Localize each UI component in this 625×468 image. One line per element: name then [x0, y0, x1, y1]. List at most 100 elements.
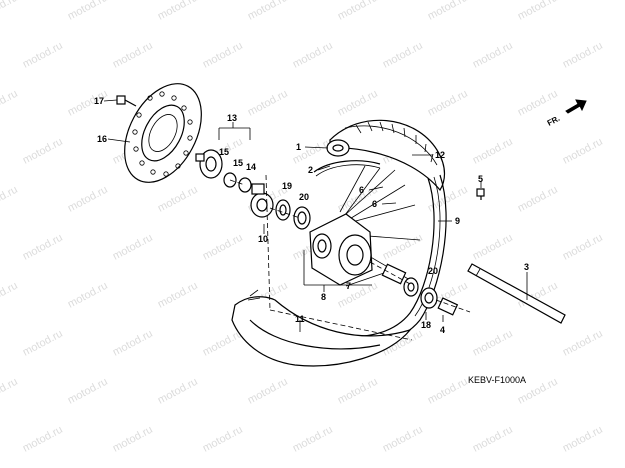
watermark-text: motod.ru — [156, 280, 200, 311]
watermark-text: motod.ru — [0, 0, 20, 23]
watermark-text: motod.ru — [426, 0, 470, 23]
watermark-text: motod.ru — [66, 0, 110, 23]
watermark-text: motod.ru — [246, 88, 290, 119]
watermark-text: motod.ru — [156, 376, 200, 407]
watermark-text: motod.ru — [246, 376, 290, 407]
speedometer-gear — [250, 183, 274, 218]
watermark-text: motod.ru — [21, 328, 65, 359]
callout-2: 2 — [308, 165, 313, 175]
watermark-text: motod.ru — [0, 280, 20, 311]
retainer-ring — [275, 199, 291, 221]
watermark-text: motod.ru — [21, 136, 65, 167]
watermark-text: motod.ru — [426, 376, 470, 407]
axle — [467, 263, 566, 324]
watermark-text: motod.ru — [111, 424, 155, 455]
watermark-text: motod.ru — [561, 136, 605, 167]
callout-8: 8 — [321, 292, 326, 302]
watermark-text: motod.ru — [201, 232, 245, 263]
watermark-text: motod.ru — [66, 184, 110, 215]
watermark-text: motod.ru — [336, 376, 380, 407]
watermark-text: motod.ru — [0, 184, 20, 215]
callout-1: 1 — [296, 142, 301, 152]
watermark-text: motod.ru — [156, 0, 200, 23]
watermark-text: motod.ru — [381, 232, 425, 263]
direction-arrow-icon — [565, 99, 587, 114]
watermark-text: motod.ru — [336, 88, 380, 119]
disc-bolt — [116, 95, 137, 107]
tire — [329, 119, 446, 192]
assembly-lines — [229, 174, 471, 341]
watermark-text: motod.ru — [381, 40, 425, 71]
watermark-text: motod.ru — [561, 328, 605, 359]
callout-19: 19 — [282, 181, 292, 191]
watermark-text: motod.ru — [516, 88, 560, 119]
callout-7: 7 — [346, 281, 351, 291]
callout-8-bracket — [303, 250, 372, 292]
watermark-text: motod.ru — [336, 0, 380, 23]
gearbox-seals — [223, 172, 252, 193]
hub — [309, 213, 373, 286]
callout-11: 11 — [295, 314, 305, 324]
distance-collar — [381, 263, 407, 285]
watermark-text: motod.ru — [561, 40, 605, 71]
tube-section — [326, 139, 350, 157]
callout-6-b: 6 — [372, 199, 377, 209]
figure-code: KEBV-F1000A — [468, 375, 526, 385]
side-collar — [437, 297, 459, 316]
watermark-text: motod.ru — [0, 88, 20, 119]
direction-label: FR. — [546, 114, 562, 128]
watermark-text: motod.ru — [21, 232, 65, 263]
callout-4: 4 — [440, 325, 445, 335]
callout-3: 3 — [524, 262, 529, 272]
callout-5: 5 — [478, 174, 483, 184]
callout-18: 18 — [421, 320, 431, 330]
watermark-text: motod.ru — [246, 0, 290, 23]
watermark-text: motod.ru — [561, 232, 605, 263]
watermark-text: motod.ru — [471, 424, 515, 455]
watermark-text: motod.ru — [111, 232, 155, 263]
tire-lower — [231, 289, 412, 367]
watermark-text: motod.ru — [471, 40, 515, 71]
speedometer-gearbox — [195, 149, 223, 179]
watermark-text: motod.ru — [111, 40, 155, 71]
callout-14: 14 — [246, 162, 256, 172]
callout-10: 10 — [258, 234, 268, 244]
watermark-text: motod.ru — [471, 232, 515, 263]
watermark-text: motod.ru — [291, 424, 335, 455]
watermark-text: motod.ru — [201, 424, 245, 455]
watermark-text: motod.ru — [156, 184, 200, 215]
callout-17: 17 — [94, 96, 104, 106]
valve-cap — [476, 188, 485, 200]
watermark-text: motod.ru — [471, 328, 515, 359]
watermark-text: motod.ru — [0, 376, 20, 407]
watermark-text: motod.ru — [66, 376, 110, 407]
watermark-text: motod.ru — [561, 424, 605, 455]
watermark-text: motod.ru — [516, 184, 560, 215]
watermark-text: motod.ru — [21, 40, 65, 71]
watermark-text: motod.ru — [66, 280, 110, 311]
callout-13-bracket — [218, 122, 251, 140]
watermark-text: motod.ru — [471, 136, 515, 167]
watermark-text: motod.ru — [111, 328, 155, 359]
callout-labels: 1 2 3 4 5 6 6 7 8 9 10 11 12 13 14 15 15… — [94, 96, 529, 335]
watermark-text: motod.ru — [516, 0, 560, 23]
callout-16: 16 — [97, 134, 107, 144]
watermark-text: motod.ru — [201, 40, 245, 71]
rim-tape — [313, 160, 381, 177]
left-bearing — [293, 206, 311, 230]
leader-lines — [103, 99, 528, 332]
callout-6-a: 6 — [359, 185, 364, 195]
callout-15-b: 15 — [233, 158, 243, 168]
callout-12: 12 — [435, 150, 445, 160]
watermark-text: motod.ru — [291, 40, 335, 71]
right-bearing — [403, 277, 419, 297]
front-direction-indicator: FR. — [546, 99, 587, 128]
callout-15-a: 15 — [219, 147, 229, 157]
brake-disc — [124, 83, 202, 183]
watermark-text: motod.ru — [381, 424, 425, 455]
watermark-text: motod.ru — [21, 424, 65, 455]
dust-seal — [420, 287, 438, 309]
callout-20-a: 20 — [299, 192, 309, 202]
watermark-text: motod.ru — [426, 88, 470, 119]
